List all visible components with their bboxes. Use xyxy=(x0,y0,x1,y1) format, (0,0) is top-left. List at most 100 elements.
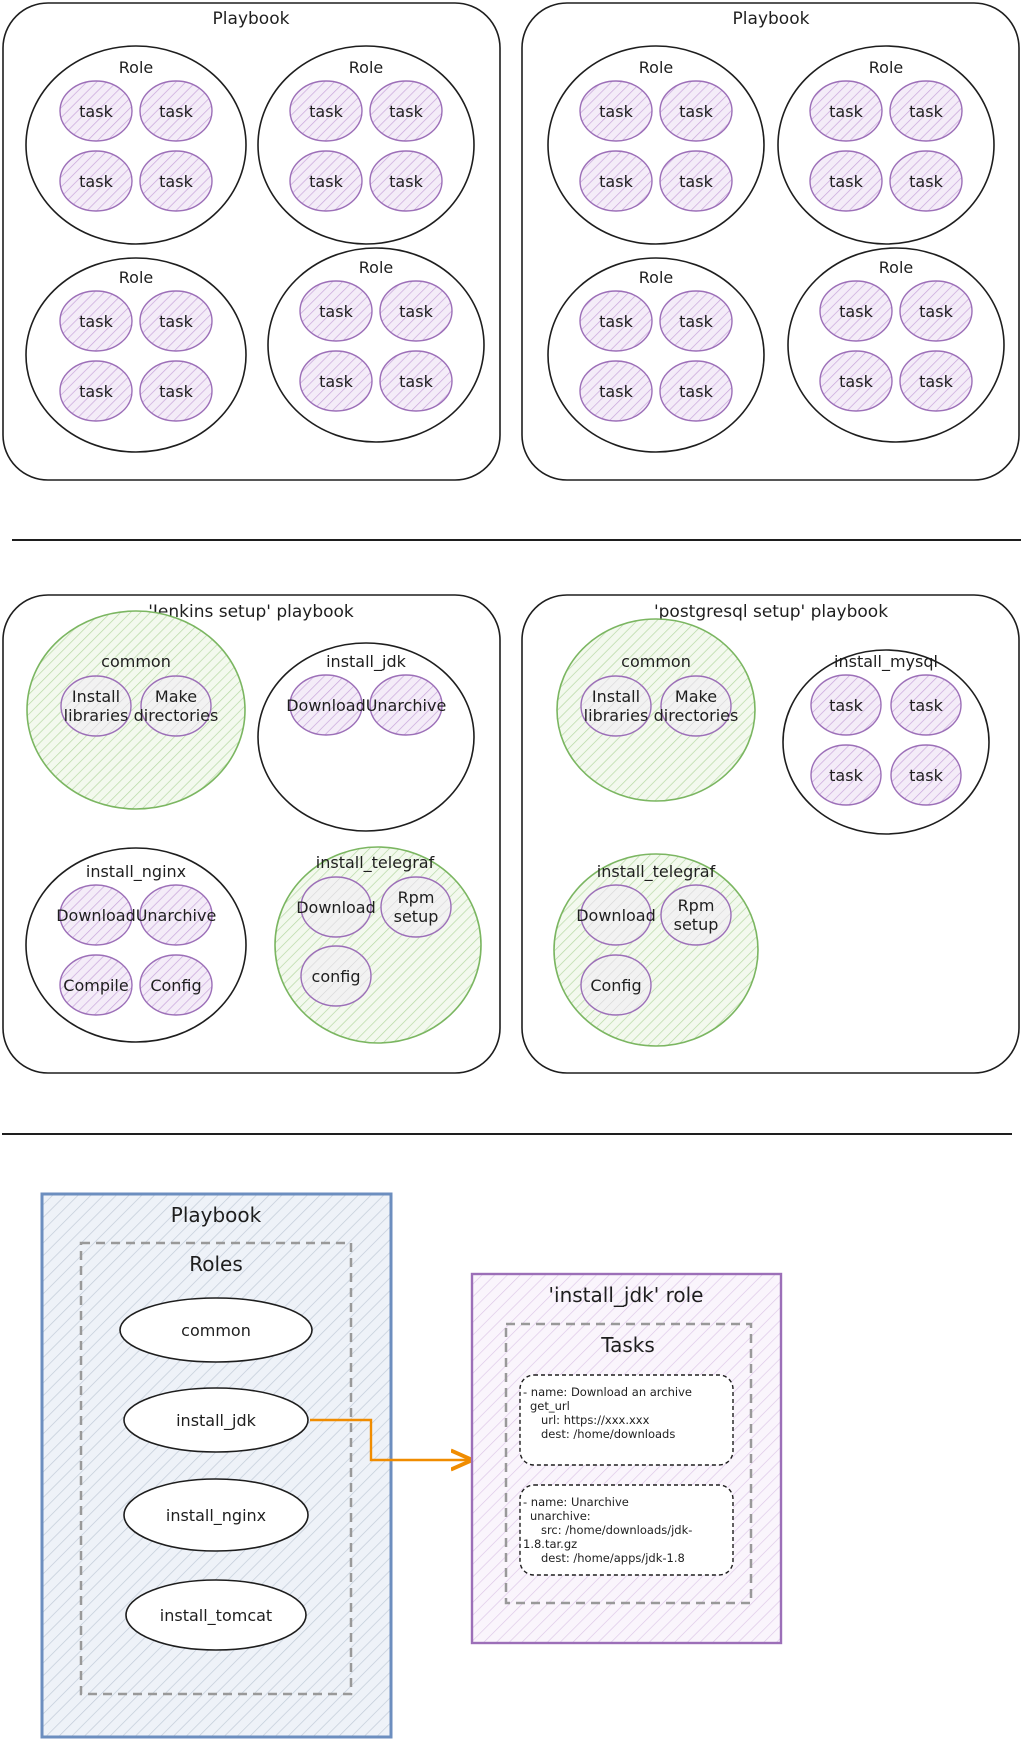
svg-text:task: task xyxy=(679,312,713,331)
role-title: common xyxy=(621,652,691,671)
svg-text:task: task xyxy=(919,372,953,391)
role-detail-title: 'install_jdk' role xyxy=(549,1283,704,1307)
svg-text:task: task xyxy=(599,102,633,121)
svg-text:setup: setup xyxy=(394,907,439,926)
svg-text:task: task xyxy=(909,102,943,121)
roles-group xyxy=(79,1241,353,1696)
role-common: common Install libraries Make directorie… xyxy=(556,618,756,802)
svg-text:task: task xyxy=(679,172,713,191)
svg-text:Download: Download xyxy=(296,898,376,917)
role-title: Role xyxy=(359,258,393,277)
svg-text:task: task xyxy=(319,372,353,391)
playbook-jenkins: 'Jenkins setup' playbook common Install … xyxy=(2,594,501,1074)
svg-text:Compile: Compile xyxy=(63,976,128,995)
task-node: task xyxy=(659,360,733,422)
task-node: task xyxy=(579,80,653,142)
role-title: Role xyxy=(869,58,903,77)
svg-text:task: task xyxy=(829,766,863,785)
svg-text:Config: Config xyxy=(150,976,201,995)
task-node: Download xyxy=(286,674,366,736)
svg-text:Download: Download xyxy=(576,906,656,925)
role-title: Role xyxy=(639,58,673,77)
role-node-install-jdk: install_jdk xyxy=(123,1387,309,1453)
task-code-block: - name: Download an archive get_url url:… xyxy=(519,1374,734,1466)
svg-text:task: task xyxy=(309,172,343,191)
svg-text:task: task xyxy=(399,372,433,391)
svg-text:task: task xyxy=(909,766,943,785)
svg-text:task: task xyxy=(309,102,343,121)
svg-text:Rpm: Rpm xyxy=(398,888,435,907)
role-node-install-nginx: install_nginx xyxy=(123,1478,309,1552)
svg-text:- name: Unarchive: - name: Unarchive xyxy=(523,1495,629,1509)
svg-text:task: task xyxy=(79,102,113,121)
task-node: task xyxy=(379,350,453,412)
task-node: task xyxy=(369,150,443,212)
task-node: Download xyxy=(296,876,376,938)
task-node: task xyxy=(819,350,893,412)
svg-text:setup: setup xyxy=(674,915,719,934)
role-circle: Role task task task task xyxy=(547,45,765,245)
role-title: Role xyxy=(639,268,673,287)
svg-text:task: task xyxy=(829,172,863,191)
role-node-common: common xyxy=(119,1297,313,1363)
svg-text:Unarchive: Unarchive xyxy=(366,696,447,715)
task-node: task xyxy=(289,80,363,142)
svg-text:task: task xyxy=(159,382,193,401)
section-playbook-detail: Playbook Roles common install_jdk instal… xyxy=(40,1192,783,1739)
svg-text:get_url: get_url xyxy=(530,1399,570,1413)
svg-text:Download: Download xyxy=(56,906,136,925)
task-node: Rpm setup xyxy=(380,876,452,938)
svg-text:Install: Install xyxy=(592,687,640,706)
role-circle: Role task task task task xyxy=(777,45,995,245)
task-node: task xyxy=(369,80,443,142)
task-node: task xyxy=(579,360,653,422)
tasks-title: Tasks xyxy=(600,1333,655,1357)
svg-text:Install: Install xyxy=(72,687,120,706)
task-node: Rpm setup xyxy=(660,884,732,946)
svg-text:config: config xyxy=(312,967,361,986)
playbook-box: Playbook Roles common install_jdk instal… xyxy=(40,1192,393,1739)
svg-text:url: https://xxx.xxx: url: https://xxx.xxx xyxy=(530,1413,650,1427)
role-title: install_mysql xyxy=(834,652,938,672)
svg-text:task: task xyxy=(909,172,943,191)
task-node: task xyxy=(59,360,133,422)
svg-text:task: task xyxy=(159,172,193,191)
svg-text:libraries: libraries xyxy=(584,706,649,725)
task-node: task xyxy=(289,150,363,212)
role-circle: Role task task task task xyxy=(787,247,1005,443)
svg-text:Config: Config xyxy=(590,976,641,995)
task-node: task xyxy=(59,290,133,352)
task-node: task xyxy=(139,360,213,422)
svg-text:install_jdk: install_jdk xyxy=(176,1411,256,1431)
task-node: task xyxy=(819,280,893,342)
svg-text:task: task xyxy=(919,302,953,321)
svg-text:Rpm: Rpm xyxy=(678,896,715,915)
role-title: Role xyxy=(879,258,913,277)
svg-text:task: task xyxy=(599,172,633,191)
playbook-frame xyxy=(521,2,1020,481)
task-node: task xyxy=(889,150,963,212)
playbook-frame xyxy=(2,594,501,1074)
playbook-frame xyxy=(521,594,1020,1074)
svg-text:task: task xyxy=(399,302,433,321)
task-node: task xyxy=(59,150,133,212)
playbook-title: 'postgresql setup' playbook xyxy=(654,602,888,622)
task-node: Compile xyxy=(59,954,133,1016)
task-node: task xyxy=(659,150,733,212)
task-node: task xyxy=(299,280,373,342)
task-node: Download xyxy=(576,884,656,946)
task-node: task xyxy=(579,150,653,212)
task-node: Unarchive xyxy=(136,884,216,946)
task-node: Config xyxy=(580,954,652,1016)
task-node: task xyxy=(810,674,882,736)
svg-text:task: task xyxy=(829,102,863,121)
svg-text:task: task xyxy=(159,312,193,331)
svg-text:task: task xyxy=(599,382,633,401)
role-circle: Role task task task task xyxy=(547,257,765,453)
svg-text:task: task xyxy=(679,102,713,121)
task-node: task xyxy=(299,350,373,412)
svg-text:dest: /home/apps/jdk-1.8: dest: /home/apps/jdk-1.8 xyxy=(530,1551,685,1565)
role-install-telegraf: install_telegraf Download Rpm setup conf… xyxy=(274,846,482,1044)
task-node: task xyxy=(899,350,973,412)
